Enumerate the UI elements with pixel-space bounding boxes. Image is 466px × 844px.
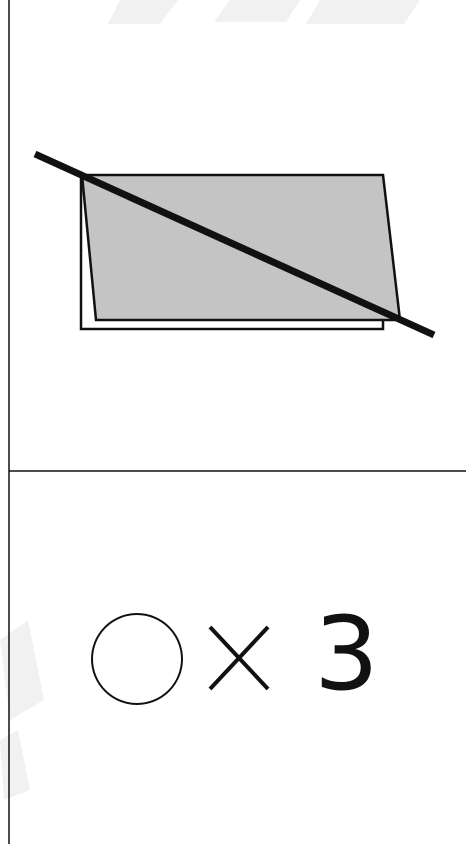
cut-line-icon	[33, 150, 436, 339]
multiply-icon	[208, 625, 270, 691]
watermark	[0, 0, 420, 800]
circle-icon	[91, 613, 183, 705]
count-label: 3	[314, 595, 379, 714]
